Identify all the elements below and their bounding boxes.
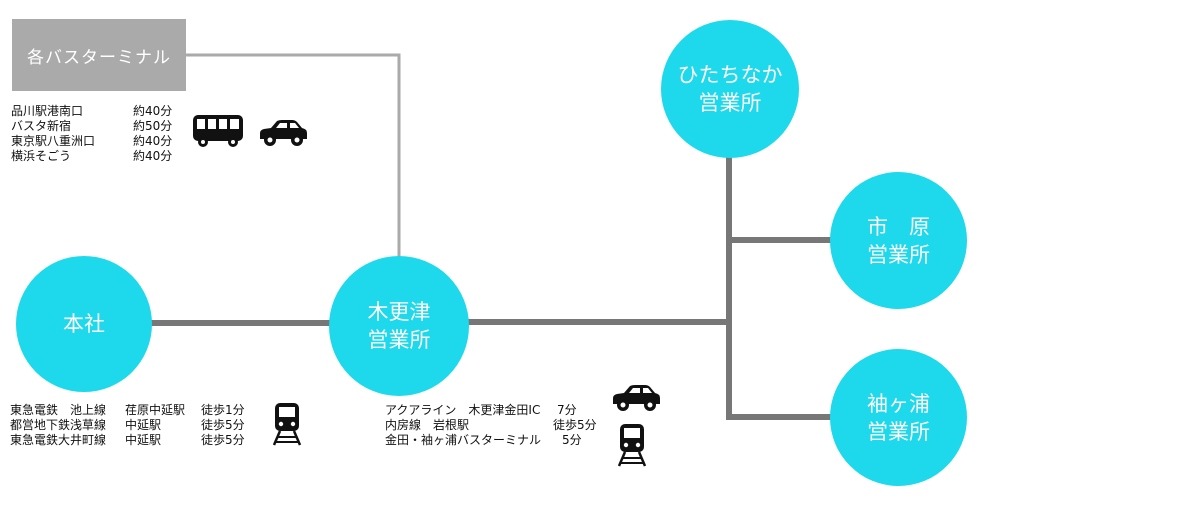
kisarazu-access-list: アクアライン 木更津金田IC 7分 内房線 岩根駅 徒歩5分 金田・袖ヶ浦バスタ… — [385, 403, 605, 448]
honsha-access-row: 都営地下鉄浅草線 中延駅 徒歩5分 — [10, 418, 260, 433]
access-time: 5分 — [562, 433, 582, 447]
kisarazu-access-row: 内房線 岩根駅 徒歩5分 — [385, 418, 605, 433]
access-route: アクアライン 木更津金田IC — [385, 403, 541, 417]
car-icon — [613, 385, 660, 411]
bus-terminal-label: 各バスターミナル — [27, 47, 171, 68]
access-station: 荏原中延駅 — [125, 403, 186, 417]
bus-route-from: 横浜そごう — [11, 149, 72, 163]
kisarazu-access-row: 金田・袖ヶ浦バスターミナル 5分 — [385, 433, 605, 448]
train-icon — [272, 403, 302, 446]
node-sodegaura-label-1: 袖ヶ浦 — [867, 391, 930, 416]
access-time: 7分 — [557, 403, 577, 417]
bus-route-time: 約50分 — [133, 119, 173, 133]
node-honsha: 本社 — [16, 256, 152, 392]
node-kisarazu-label-1: 木更津 — [367, 300, 431, 324]
bus-routes-list: 品川駅港南口 約40分 バスタ新宿 約50分 東京駅八重洲口 約40分 横浜そご… — [11, 104, 186, 164]
access-time: 徒歩5分 — [553, 418, 597, 432]
node-honsha-label: 本社 — [63, 312, 105, 336]
bus-route-time: 約40分 — [133, 134, 173, 148]
kisarazu-access-row: アクアライン 木更津金田IC 7分 — [385, 403, 605, 418]
node-kisarazu-label-2: 営業所 — [367, 328, 431, 352]
access-line: 東急電鉄大井町線 — [10, 433, 107, 447]
bus-route-row: 東京駅八重洲口 約40分 — [11, 134, 186, 149]
car-icon — [260, 120, 307, 146]
access-time: 徒歩5分 — [201, 433, 245, 447]
bus-terminal-box: 各バスターミナル — [12, 19, 186, 91]
node-sodegaura: 袖ヶ浦 営業所 — [830, 349, 967, 486]
node-hitachinaka: ひたちなか 営業所 — [661, 20, 799, 158]
bus-route-time: 約40分 — [133, 104, 173, 118]
bus-route-row: 品川駅港南口 約40分 — [11, 104, 186, 119]
honsha-access-list: 東急電鉄 池上線 荏原中延駅 徒歩1分 都営地下鉄浅草線 中延駅 徒歩5分 東急… — [10, 403, 260, 448]
bus-route-row: バスタ新宿 約50分 — [11, 119, 186, 134]
node-kisarazu: 木更津 営業所 — [329, 256, 469, 396]
access-line: 東急電鉄 池上線 — [10, 403, 107, 417]
access-time: 徒歩5分 — [201, 418, 245, 432]
bus-route-from: 東京駅八重洲口 — [11, 134, 96, 148]
access-station: 中延駅 — [125, 418, 162, 432]
terminal-connector-line — [186, 53, 401, 258]
node-ichihara: 市 原 営業所 — [830, 172, 967, 309]
bus-route-from: 品川駅港南口 — [11, 104, 84, 118]
bus-route-time: 約40分 — [133, 149, 173, 163]
bus-route-row: 横浜そごう 約40分 — [11, 149, 186, 164]
access-time: 徒歩1分 — [201, 403, 245, 417]
bus-icon — [193, 115, 243, 147]
access-route: 内房線 岩根駅 — [385, 418, 470, 432]
honsha-access-row: 東急電鉄大井町線 中延駅 徒歩5分 — [10, 433, 260, 448]
access-line: 都営地下鉄浅草線 — [10, 418, 107, 432]
access-station: 中延駅 — [125, 433, 162, 447]
train-icon — [617, 424, 647, 467]
bus-route-from: バスタ新宿 — [11, 119, 72, 133]
honsha-access-row: 東急電鉄 池上線 荏原中延駅 徒歩1分 — [10, 403, 260, 418]
node-hitachinaka-label-1: ひたちなか — [677, 63, 783, 87]
node-hitachinaka-label-2: 営業所 — [698, 91, 762, 115]
node-ichihara-label-2: 営業所 — [867, 242, 930, 267]
node-sodegaura-label-2: 営業所 — [867, 419, 930, 444]
access-route: 金田・袖ヶ浦バスターミナル — [385, 433, 542, 447]
node-ichihara-label-1: 市 原 — [867, 214, 930, 239]
